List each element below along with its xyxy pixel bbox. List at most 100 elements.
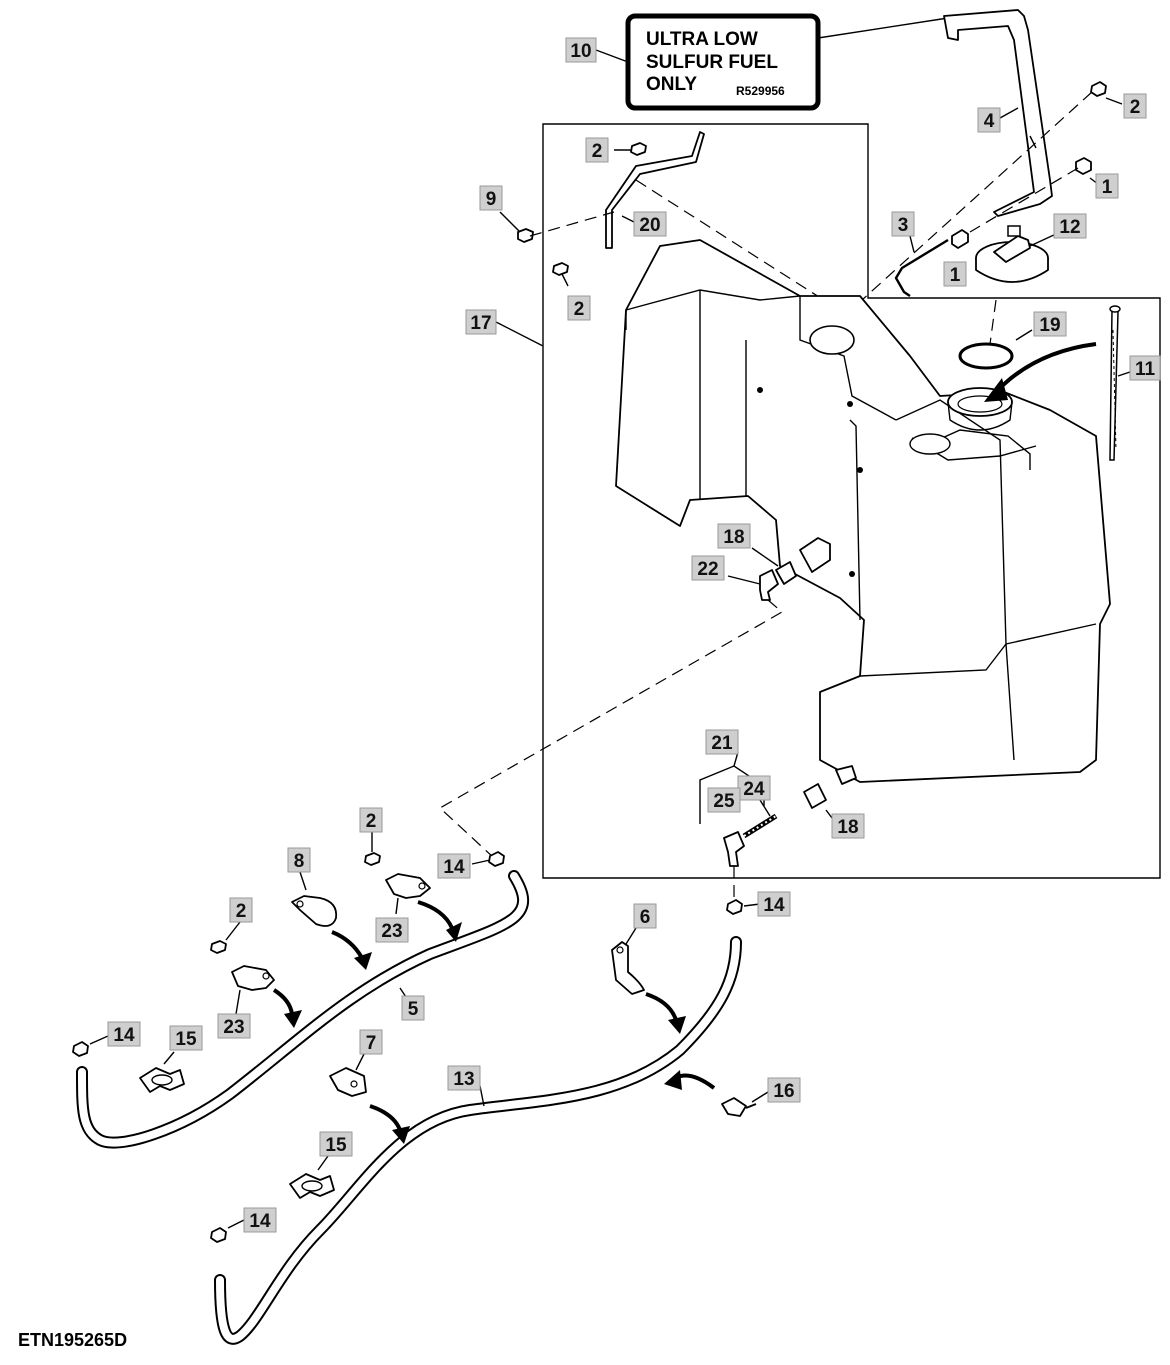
p-clamp-8 — [291, 895, 338, 927]
callout-8: 8 — [287, 847, 311, 873]
leader-decal-to-bracket — [817, 17, 949, 39]
mounting-bracket-20 — [517, 131, 705, 276]
svg-text:8: 8 — [294, 851, 305, 872]
callout-2: 2 — [585, 137, 609, 163]
svg-text:2: 2 — [236, 901, 247, 922]
svg-text:23: 23 — [223, 1017, 244, 1038]
callout-9: 9 — [479, 185, 503, 211]
cable-tie — [1109, 305, 1121, 461]
fuel-tank — [615, 239, 1111, 785]
leader-17 — [495, 321, 544, 347]
elbow-fitting-upper — [759, 561, 797, 601]
svg-text:9: 9 — [486, 189, 497, 210]
callout-14: 14 — [107, 1021, 141, 1047]
svg-text:14: 14 — [113, 1025, 135, 1046]
svg-text:1: 1 — [1102, 177, 1113, 198]
rod-3 — [894, 229, 969, 297]
callout-5: 5 — [401, 995, 425, 1021]
svg-text:22: 22 — [697, 559, 718, 580]
svg-text:15: 15 — [175, 1029, 197, 1050]
callout-16: 16 — [767, 1077, 801, 1103]
assembly-line-bolt — [861, 91, 1093, 301]
spring-clamp-15-upper — [139, 1067, 185, 1093]
callout-11: 11 — [1129, 355, 1161, 381]
callout-2: 2 — [359, 807, 383, 833]
svg-text:2: 2 — [592, 141, 603, 162]
callout-4: 4 — [977, 107, 1001, 133]
svg-text:6: 6 — [640, 907, 651, 928]
svg-text:18: 18 — [837, 817, 858, 838]
svg-text:21: 21 — [711, 733, 733, 754]
callout-22: 22 — [691, 555, 725, 581]
svg-text:4: 4 — [984, 111, 995, 132]
assembly-arrows — [272, 900, 716, 1144]
nut-1-right — [1075, 157, 1092, 175]
hose-route-line-upper — [438, 599, 784, 859]
decal-line-3: ONLY — [646, 74, 697, 95]
callout-1: 1 — [1095, 173, 1119, 199]
decal-line-2: SULFUR FUEL — [646, 52, 778, 73]
decal-line-1: ULTRA LOW — [646, 29, 758, 50]
hose-clamp-14-upper — [488, 851, 505, 867]
tank-strap-bracket — [943, 9, 1053, 217]
callout-17: 17 — [465, 309, 497, 335]
svg-text:15: 15 — [325, 1135, 347, 1156]
svg-text:14: 14 — [249, 1211, 271, 1232]
svg-text:2: 2 — [1130, 97, 1141, 118]
svg-text:14: 14 — [443, 857, 465, 878]
hose-clamp-14-bottom — [210, 1227, 227, 1243]
svg-text:19: 19 — [1039, 315, 1060, 336]
fuel-hose-5 — [76, 870, 530, 1149]
fuel-decal: ULTRA LOW SULFUR FUEL ONLY R529956 — [625, 13, 821, 111]
callout-19: 19 — [1033, 311, 1067, 337]
svg-text:14: 14 — [763, 895, 785, 916]
callout-18: 18 — [831, 813, 865, 839]
callout-23: 23 — [217, 1013, 251, 1039]
callout-14: 14 — [243, 1207, 277, 1233]
callout-15: 15 — [169, 1025, 203, 1051]
callout-18: 18 — [717, 523, 751, 549]
svg-text:20: 20 — [639, 215, 660, 236]
callout-3: 3 — [891, 211, 915, 237]
svg-text:12: 12 — [1059, 217, 1080, 238]
callout-1: 1 — [943, 261, 967, 287]
callout-20: 20 — [633, 211, 667, 237]
svg-text:7: 7 — [366, 1033, 377, 1054]
hose-clamp-14-left — [72, 1041, 89, 1057]
callout-2: 2 — [567, 295, 591, 321]
callout-2: 2 — [1123, 93, 1147, 119]
callout-14: 14 — [437, 853, 471, 879]
leader-10 — [595, 49, 629, 63]
clamp-23-upper — [364, 852, 431, 899]
callout-24: 24 — [737, 775, 771, 801]
callout-13: 13 — [447, 1065, 481, 1091]
assembly-box — [542, 123, 1161, 879]
svg-text:25: 25 — [713, 791, 735, 812]
callout-23: 23 — [375, 917, 409, 943]
bolt-2-top-right — [1090, 81, 1107, 97]
clamp-6 — [611, 941, 645, 995]
figure-id: ETN195265D — [18, 1330, 127, 1350]
svg-text:17: 17 — [470, 313, 491, 334]
callout-14: 14 — [757, 891, 791, 917]
fitting-16 — [721, 1097, 757, 1117]
callout-2: 2 — [229, 897, 253, 923]
svg-text:16: 16 — [773, 1081, 794, 1102]
svg-text:13: 13 — [453, 1069, 474, 1090]
svg-text:1: 1 — [950, 265, 961, 286]
spring-clamp-15-lower — [289, 1173, 335, 1199]
svg-text:3: 3 — [898, 215, 909, 236]
elbow-fitting-lower — [723, 783, 827, 867]
callout-21: 21 — [705, 729, 739, 755]
fuel-cap — [975, 225, 1049, 283]
decal-part-number: R529956 — [736, 84, 785, 98]
hose-clamp-14-right — [726, 899, 743, 915]
svg-text:23: 23 — [381, 921, 402, 942]
leader-4 — [999, 107, 1019, 119]
svg-text:18: 18 — [723, 527, 744, 548]
arrow-to-filler — [994, 342, 1097, 394]
svg-text:5: 5 — [408, 999, 419, 1020]
svg-text:2: 2 — [574, 299, 585, 320]
svg-text:11: 11 — [1135, 359, 1156, 380]
